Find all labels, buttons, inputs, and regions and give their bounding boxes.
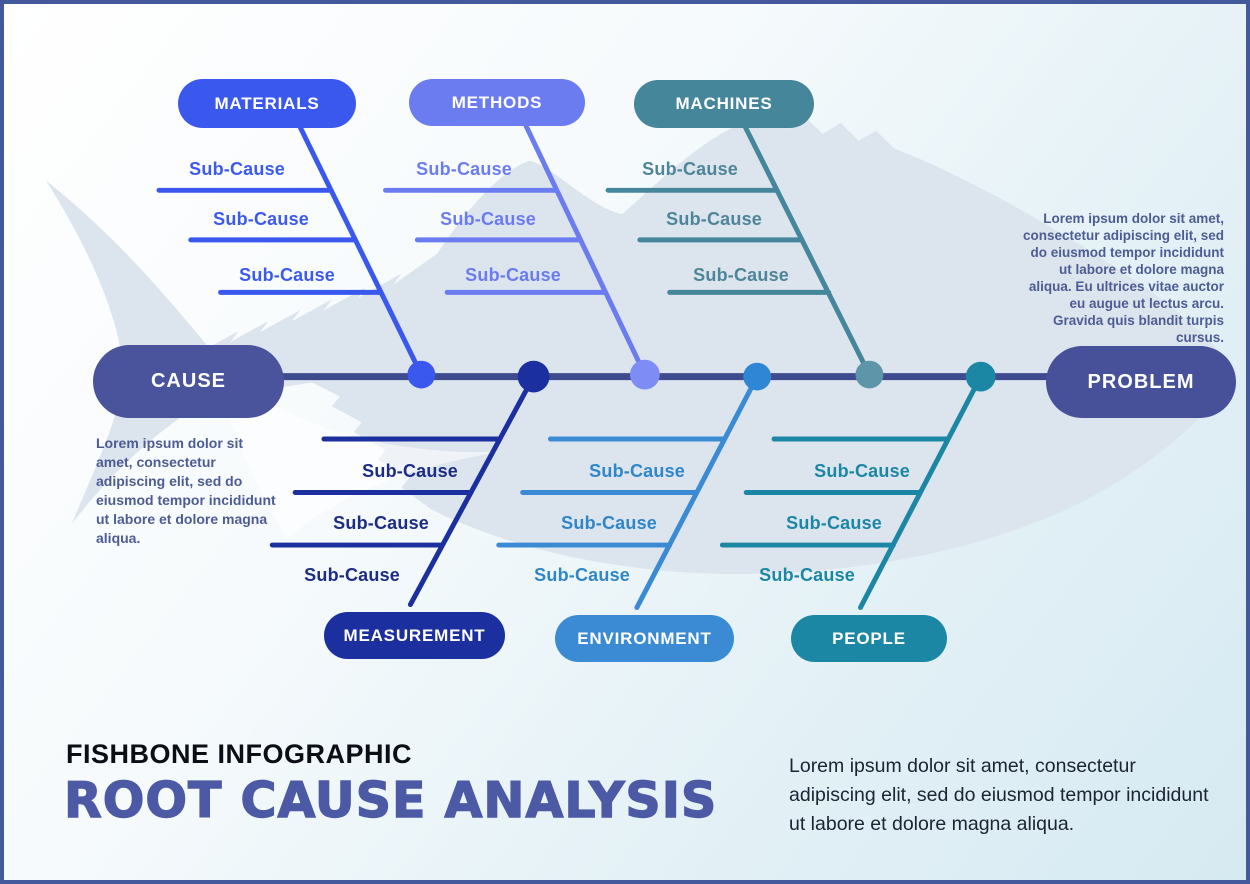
footer-kicker: FISHBONE INFOGRAPHIC [66,739,413,769]
sub-cause-label: Sub-Cause [239,265,335,285]
machines-branch-line [740,120,872,378]
sub-cause-label: Sub-Cause [693,265,789,285]
sub-cause-label: Sub-Cause [666,209,762,229]
methods-subcause-lines [383,187,608,295]
problem-side-note: Lorem ipsum dolor sit amet, consectetur … [1022,211,1224,345]
sub-cause-label: Sub-Cause [759,565,855,585]
sub-cause-label: Sub-Cause [213,209,309,229]
methods-junction-dot [629,359,660,390]
sub-cause-label: Sub-Cause [589,461,685,481]
materials-junction-dot [407,360,436,389]
environment-subcause-lines [496,436,727,548]
materials-subcause-lines [156,187,384,295]
sub-cause-label: Sub-Cause [416,159,512,179]
sub-cause-label: Sub-Cause [642,159,738,179]
machines-subcause-lines [605,187,832,295]
fish-fin-highlight [212,365,501,540]
sub-cause-label: Sub-Cause [561,513,657,533]
branch-pill-methods: METHODS [409,79,585,126]
problem-pill: PROBLEM [1046,346,1236,418]
sub-cause-label: Sub-Cause [189,159,285,179]
branch-pill-measurement: MEASUREMENT [324,612,505,659]
branch-pill-machines: MACHINES [634,80,814,128]
sub-cause-label: Sub-Cause [440,209,536,229]
page-title: ROOT CAUSE ANALYSIS [63,771,718,829]
cause-side-note: Lorem ipsum dolor sit amet, consectetur … [96,435,276,546]
fishbone-diagram-graphics [45,114,1237,610]
sub-cause-label: Sub-Cause [534,565,630,585]
branch-pill-people: PEOPLE [791,615,947,662]
branch-pill-environment: ENVIRONMENT [555,615,734,662]
measurement-junction-dot [517,360,550,393]
sub-cause-label: Sub-Cause [786,513,882,533]
sub-cause-label: Sub-Cause [333,513,429,533]
sub-cause-label: Sub-Cause [362,461,458,481]
cause-pill: CAUSE [93,345,284,418]
sub-cause-label: Sub-Cause [304,565,400,585]
environment-junction-dot [743,362,772,391]
sub-cause-label: Sub-Cause [465,265,561,285]
measurement-subcause-lines [269,436,503,548]
sub-cause-label: Sub-Cause [814,461,910,481]
materials-branch-line [295,120,424,378]
footer-description: Lorem ipsum dolor sit amet, consectetur … [789,755,1209,835]
methods-branch-line [522,120,648,378]
branch-pill-materials: MATERIALS [178,79,356,128]
people-subcause-lines [719,436,951,548]
machines-junction-dot [855,360,884,389]
people-junction-dot [965,361,996,392]
